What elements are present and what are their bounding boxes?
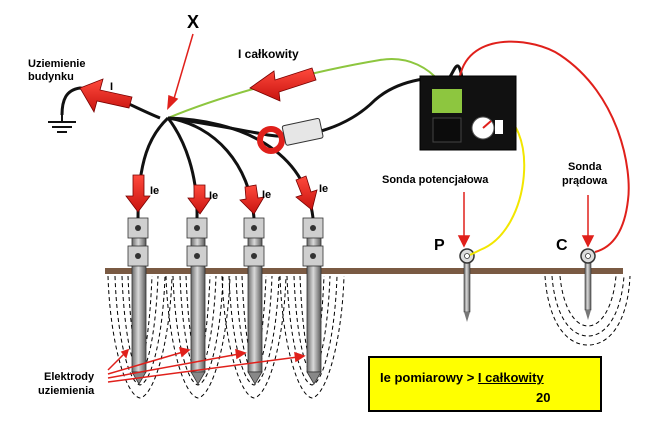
c-label: C xyxy=(556,237,568,254)
equation-numerator: I całkowity xyxy=(477,370,544,385)
current-clamp-icon xyxy=(257,117,324,154)
arrow-ie-2 xyxy=(187,184,212,215)
building-ground-label-2: budynku xyxy=(28,71,74,83)
equation-denominator: 20 xyxy=(536,390,551,405)
electrodes-label-1: Elektrody xyxy=(44,371,95,383)
arrow-ie-4 xyxy=(295,175,318,211)
equation-line: Ie pomiarowy > I całkowity xyxy=(380,370,544,385)
earth-tester-device xyxy=(419,75,517,151)
potential-probe-p xyxy=(459,248,475,322)
arrow-i-total xyxy=(249,67,317,102)
arrow-i-building xyxy=(79,78,133,114)
p-label: P xyxy=(434,237,445,254)
green-wire xyxy=(167,58,441,119)
i-total-label: I całkowity xyxy=(238,47,299,61)
measurement-condition-box: Ie pomiarowy > I całkowity 20 xyxy=(368,356,602,412)
arrow-ie-3 xyxy=(239,184,265,215)
earth-electrode-4 xyxy=(302,217,324,385)
arrow-i-label: I xyxy=(110,81,113,93)
ie-label-4: Ie xyxy=(319,183,328,195)
earth-electrode-1 xyxy=(127,217,149,385)
ie-label-2: Ie xyxy=(209,190,218,202)
red-wire xyxy=(459,40,630,253)
earth-electrode-2 xyxy=(186,217,208,385)
earth-electrode-3 xyxy=(243,217,265,385)
tester-display xyxy=(432,89,462,113)
ie-label-3: Ie xyxy=(262,189,271,201)
building-ground-label-1: Uziemienie xyxy=(28,58,85,70)
ground-surface xyxy=(105,268,623,274)
current-probe-c xyxy=(580,248,596,320)
pointer-arrows xyxy=(107,33,595,383)
current-probe-label-2: prądowa xyxy=(562,175,608,187)
ie-label-1: Ie xyxy=(150,185,159,197)
ground-symbol-icon xyxy=(48,115,76,133)
equation-left: Ie pomiarowy > xyxy=(380,370,475,385)
potential-probe-label: Sonda potencjałowa xyxy=(382,174,489,186)
x-marker-label: X xyxy=(187,12,199,32)
electrodes-label-2: uziemienia xyxy=(38,385,95,397)
arrow-ie-1 xyxy=(125,174,151,213)
current-probe-label-1: Sonda xyxy=(568,161,602,173)
